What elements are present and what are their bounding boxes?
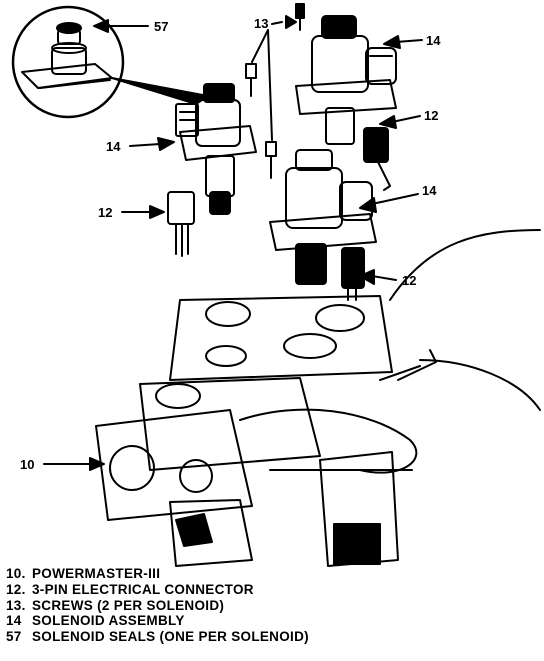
callout-12-left: 12 [98, 205, 112, 220]
screws [245, 3, 305, 179]
callout-57: 57 [154, 19, 168, 34]
legend-item: 13.SCREWS (2 PER SOLENOID) [6, 597, 225, 613]
leader-lines [43, 15, 423, 471]
connector-upper-right [363, 127, 391, 191]
callout-13: 13 [254, 16, 268, 31]
callout-12-top: 12 [424, 108, 438, 123]
solenoid-assembly-middle [269, 149, 377, 285]
legend-item: 12.3-PIN ELECTRICAL CONNECTOR [6, 581, 254, 597]
powermaster-iii-unit [95, 229, 541, 567]
callout-14-left: 14 [106, 139, 121, 154]
solenoid-assembly-left [175, 83, 257, 215]
connector-lower-right [341, 247, 365, 301]
callout-12-middle: 12 [402, 273, 416, 288]
callout-10: 10 [20, 457, 34, 472]
legend-item: 10.POWERMASTER-III [6, 566, 161, 581]
inset-leader [111, 77, 209, 105]
seal-detail-inset [11, 5, 125, 119]
callout-labels: 57 13 14 12 14 12 14 12 10 [20, 16, 441, 472]
callout-14-top: 14 [426, 33, 441, 48]
solenoid-assembly-top-right [295, 15, 397, 145]
parts-legend: 10.POWERMASTER-III 12.3-PIN ELECTRICAL C… [6, 566, 526, 645]
connector-left [167, 191, 195, 257]
callout-14-middle: 14 [422, 183, 437, 198]
